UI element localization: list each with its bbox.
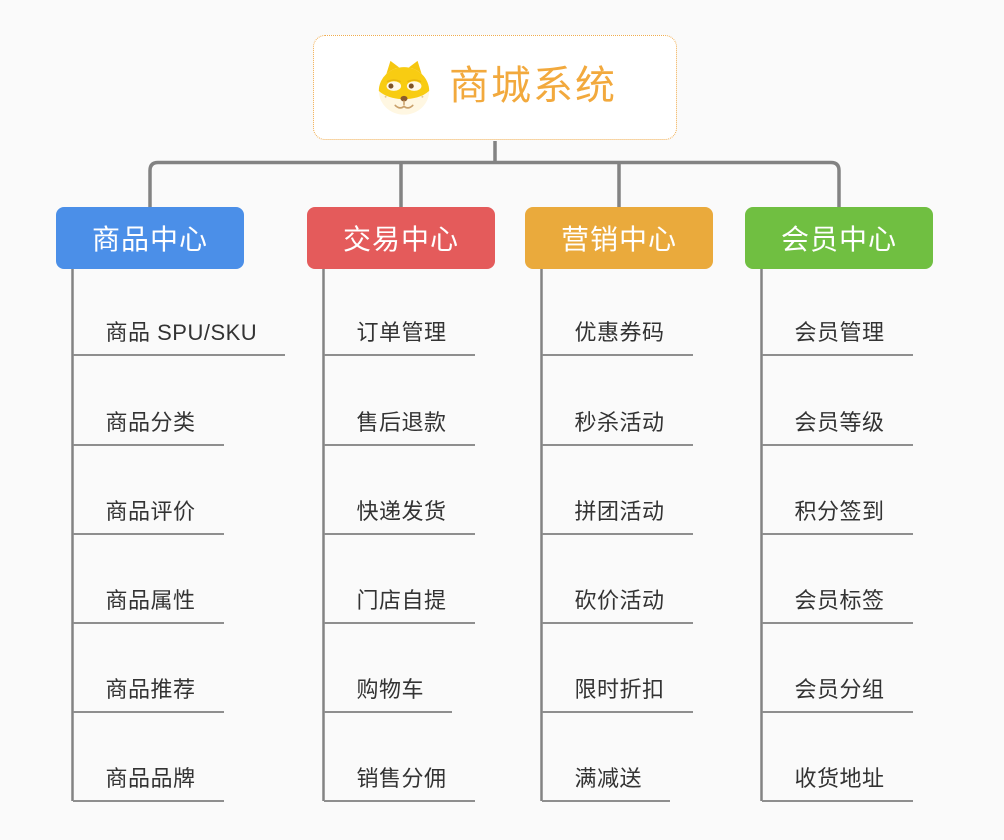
leaf-node[interactable]: 拼团活动 [541,489,693,535]
branch-node-2[interactable]: 交易中心 [307,207,495,269]
leaf-node[interactable]: 商品评价 [72,489,224,535]
leaf-node[interactable]: 优惠券码 [541,310,693,356]
leaf-node[interactable]: 订单管理 [323,310,475,356]
root-label: 商城系统 [449,63,617,108]
leaf-node[interactable]: 满减送 [541,756,671,802]
leaf-node[interactable]: 快递发货 [323,489,475,535]
leaf-node[interactable]: 会员管理 [761,310,913,356]
leaf-node[interactable]: 门店自提 [323,578,475,624]
branch-node-3[interactable]: 营销中心 [525,207,713,269]
leaf-node[interactable]: 商品属性 [72,578,224,624]
leaf-node[interactable]: 收货地址 [761,756,913,802]
leaf-node[interactable]: 商品 SPU/SKU [72,310,286,356]
leaf-node[interactable]: 限时折扣 [541,667,693,713]
branch-node-1[interactable]: 商品中心 [56,207,244,269]
root-node[interactable]: 商城系统 [313,35,677,140]
branch-node-4[interactable]: 会员中心 [745,207,933,269]
leaf-node[interactable]: 砍价活动 [541,578,693,624]
leaf-node[interactable]: 会员等级 [761,400,913,446]
leaf-node[interactable]: 会员分组 [761,667,913,713]
leaf-node[interactable]: 积分签到 [761,489,913,535]
leaf-node[interactable]: 商品推荐 [72,667,224,713]
leaf-node[interactable]: 购物车 [323,667,453,713]
leaf-node[interactable]: 商品品牌 [72,756,224,802]
dog-face-icon [373,57,435,119]
leaf-node[interactable]: 商品分类 [72,400,224,446]
leaf-node[interactable]: 销售分佣 [323,756,475,802]
leaf-node[interactable]: 会员标签 [761,578,913,624]
leaf-node[interactable]: 售后退款 [323,400,475,446]
leaf-node[interactable]: 秒杀活动 [541,400,693,446]
